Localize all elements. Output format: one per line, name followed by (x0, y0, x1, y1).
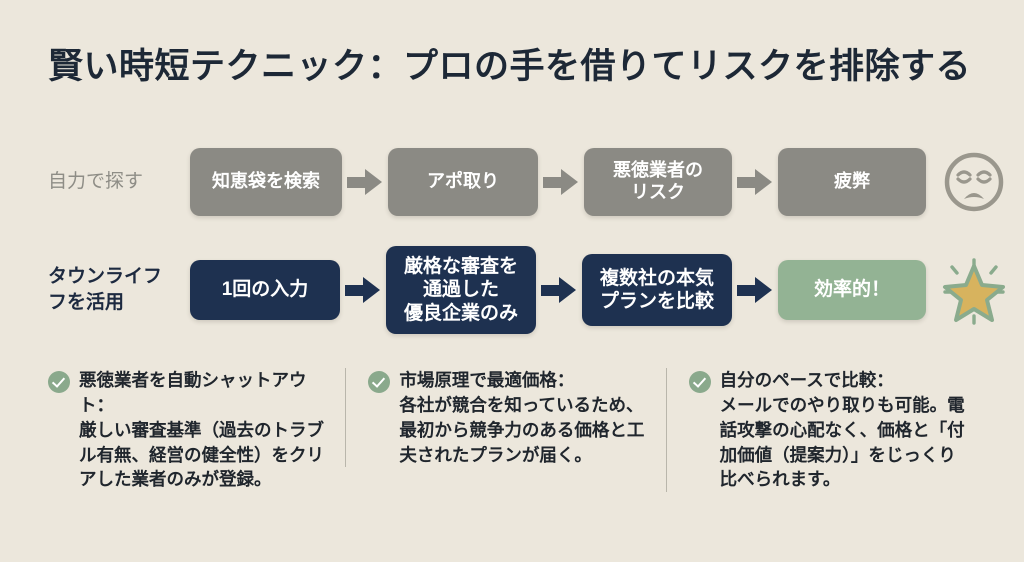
flow-chain-townlife: 1回の入力 厳格な審査を 通過した 優良企業のみ 複数社の本気 プランを比較 効… (190, 246, 1024, 334)
arrow-right-icon (543, 169, 579, 195)
flow-node-appointment[interactable]: アポ取り (388, 148, 538, 216)
weary-face-icon (944, 152, 1004, 212)
flow-node-search-chiebukuro[interactable]: 知恵袋を検索 (190, 148, 342, 216)
glowing-star-icon-slot (926, 252, 1022, 328)
arrow-right-icon (541, 277, 577, 303)
check-circle-icon (48, 371, 70, 393)
flow-row-townlife: タウンライフ フを活用 1回の入力 厳格な審査を 通過した 優良企業のみ 複数社… (0, 240, 1024, 340)
arrow-right-icon (737, 277, 773, 303)
flow-row-label-self-search: 自力で探す (48, 171, 144, 193)
arrow-right-icon (347, 169, 383, 195)
flow-row-label-townlife: タウンライフ フを活用 (48, 266, 163, 313)
flow-chain-self-search: 知恵袋を検索 アポ取り 悪徳業者の リスク 疲弊 (190, 148, 1024, 216)
arrow-right-icon (737, 169, 773, 195)
glowing-star-icon (943, 258, 1005, 325)
benefit-item-market-pricing: 市場原理で最適価格： 各社が競合を知っているため、最初から競争力のある価格と工夫… (345, 368, 665, 468)
flow-node-bad-vendor-risk[interactable]: 悪徳業者の リスク (584, 148, 732, 216)
weary-face-icon-slot (926, 149, 1022, 215)
flow-node-efficient[interactable]: 効率的！ (778, 260, 926, 320)
flow-node-compare-plans[interactable]: 複数社の本気 プランを比較 (582, 254, 732, 326)
benefit-text: 自分のペースで比較： メールでのやり取りも可能。電話攻撃の心配なく、価格と「付加… (719, 370, 965, 490)
flow-node-screened-companies[interactable]: 厳格な審査を 通過した 優良企業のみ (386, 246, 536, 334)
check-circle-icon (368, 371, 391, 393)
arrow-right-icon (345, 277, 381, 303)
benefit-item-own-pace: 自分のペースで比較： メールでのやり取りも可能。電話攻撃の心配なく、価格と「付加… (665, 368, 986, 493)
flow-node-single-entry[interactable]: 1回の入力 (190, 260, 340, 320)
benefit-text: 悪徳業者を自動シャットアウト： 厳しい審査基準（過去のトラブル有無、経営の健全性… (79, 370, 324, 490)
check-circle-icon (688, 371, 711, 393)
benefit-text: 市場原理で最適価格： 各社が競合を知っているため、最初から競争力のある価格と工夫… (399, 370, 645, 465)
flow-node-exhaustion[interactable]: 疲弊 (778, 148, 926, 216)
page-title: 賢い時短テクニック：プロの手を借りてリスクを排除する (48, 47, 972, 86)
benefit-item-auto-shutout: 悪徳業者を自動シャットアウト： 厳しい審査基準（過去のトラブル有無、経営の健全性… (48, 368, 345, 492)
benefits-list: 悪徳業者を自動シャットアウト： 厳しい審査基準（過去のトラブル有無、経営の健全性… (48, 368, 986, 493)
flow-row-self-search: 自力で探す 知恵袋を検索 アポ取り 悪徳業者の リスク 疲弊 (0, 140, 1024, 224)
